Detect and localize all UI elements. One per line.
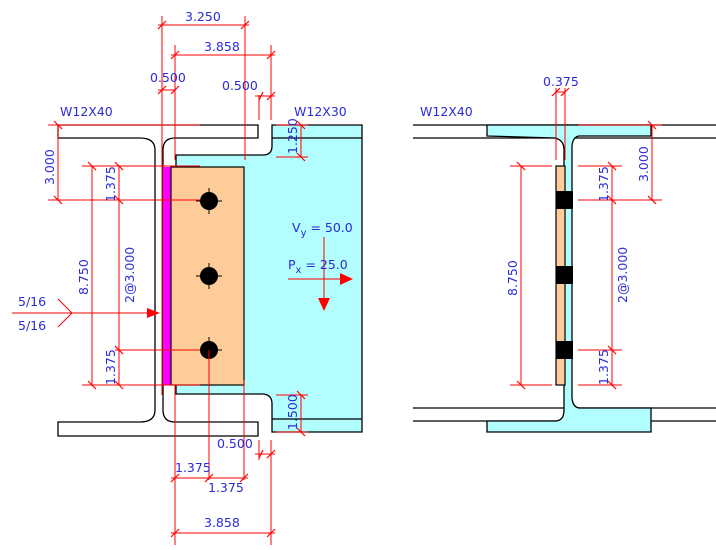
- dim-1375-bottom-right: 1.375: [596, 349, 611, 385]
- dim-1375-bottom-b: 1.375: [208, 480, 244, 495]
- weld-size-top: 5/16: [18, 294, 46, 309]
- dim-plate-thickness: 0.375: [543, 74, 579, 89]
- dim-0500-bottom: 0.500: [217, 436, 253, 451]
- load-arrows: [288, 237, 353, 311]
- bolt-side: [556, 191, 573, 209]
- bolt: [196, 188, 222, 214]
- dim-1375-bottom-a: 1.375: [175, 460, 211, 475]
- dim-cope-bottom: 1.500: [285, 394, 300, 430]
- weld-strip: [163, 167, 171, 385]
- dim-cope-top: 1.250: [285, 118, 300, 154]
- shear-load-label: Vy = 50.0: [292, 220, 353, 239]
- dim-1375-bottom-left: 1.375: [103, 349, 118, 385]
- svg-text:Vy = 50.0: Vy = 50.0: [292, 220, 353, 239]
- right-view: W12X40 0.375 3.000 1.375 8.750 2@3.000 1…: [413, 74, 716, 433]
- bolt-side: [556, 341, 573, 359]
- dim-bolt-spacing-right: 2@3.000: [615, 247, 630, 303]
- weld-size-bottom: 5/16: [18, 318, 46, 333]
- dimension-lines-left: [48, 120, 200, 390]
- dim-3250: 3.250: [185, 9, 221, 24]
- dim-3000-left: 3.000: [42, 149, 57, 185]
- dimension-lines-top: [157, 16, 308, 395]
- weld-symbol: [12, 298, 160, 328]
- dim-3000-right: 3.000: [636, 146, 651, 182]
- left-view: W12X40 W12X30 3.250 3.858 0.500 0.500 1.…: [12, 9, 363, 545]
- dim-1375-top-left: 1.375: [103, 166, 118, 202]
- dim-0500-top-right: 0.500: [222, 78, 258, 93]
- svg-text:Px = 25.0: Px = 25.0: [288, 257, 348, 276]
- bolt-side: [556, 266, 573, 284]
- column-label: W12X40: [60, 104, 113, 119]
- right-column-label: W12X40: [420, 104, 473, 119]
- dim-8750-left: 8.750: [76, 259, 91, 295]
- dim-bolt-spacing-left: 2@3.000: [122, 247, 137, 303]
- dim-1375-top-right: 1.375: [596, 166, 611, 202]
- beam-label: W12X30: [294, 104, 347, 119]
- bolt: [196, 263, 222, 289]
- column-w12x40-top-flange: [57, 124, 259, 437]
- dimension-lines-bottom: [170, 350, 308, 545]
- dim-3858-bottom: 3.858: [204, 515, 240, 530]
- right-dimension-lines: [510, 87, 662, 390]
- dim-8750-right: 8.750: [505, 260, 520, 296]
- axial-load-label: Px = 25.0: [288, 257, 348, 276]
- dim-0500-top-left: 0.500: [150, 70, 186, 85]
- dim-3858-top: 3.858: [204, 39, 240, 54]
